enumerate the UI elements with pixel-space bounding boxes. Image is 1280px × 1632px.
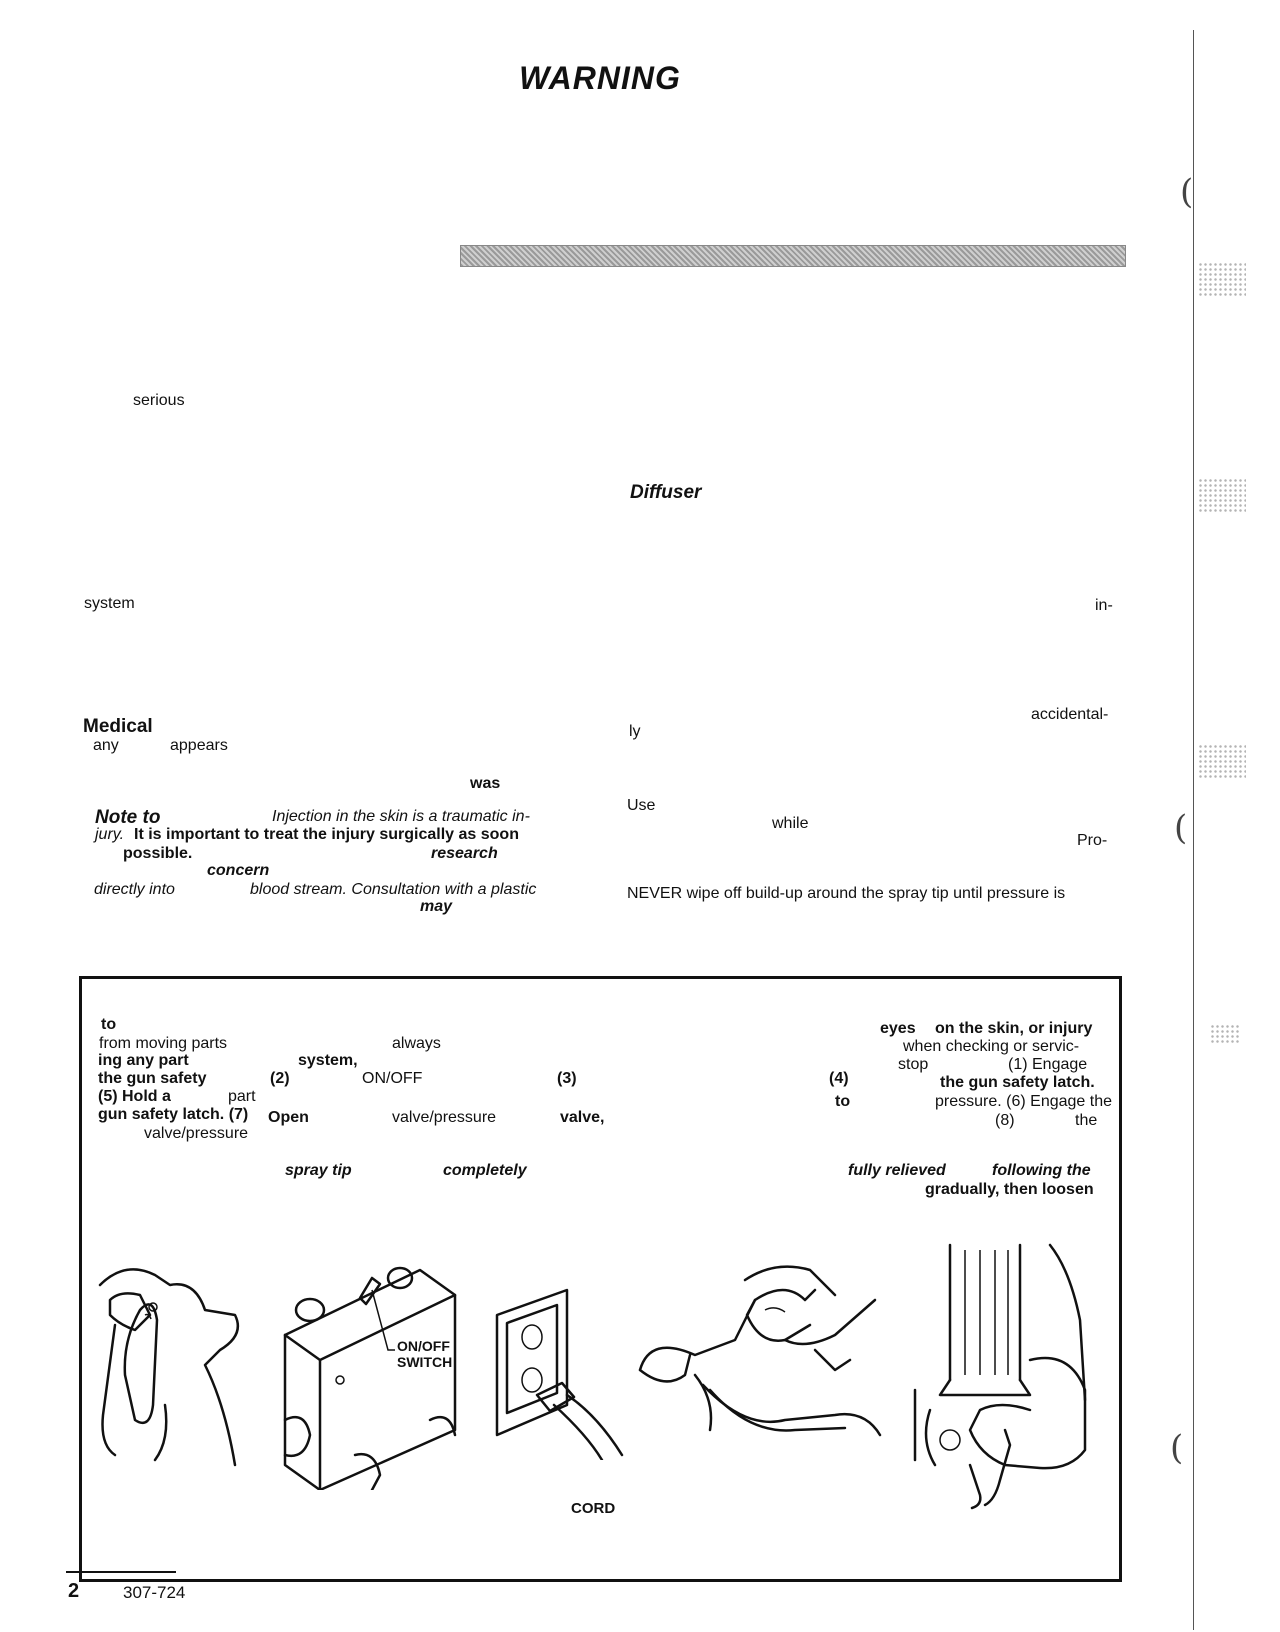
text-any: any xyxy=(93,737,119,754)
box-text-fully-relieved: fully relieved xyxy=(848,1162,946,1179)
on-off-switch-illustration xyxy=(283,1266,457,1490)
text-possible: possible. xyxy=(123,845,193,862)
text-ly: ly xyxy=(629,723,641,740)
text-note-to: Note to xyxy=(95,807,161,828)
callout-on-off: ON/OFF xyxy=(397,1338,450,1354)
text-important-line: It is important to treat the injury surg… xyxy=(134,826,519,843)
box-text-completely: completely xyxy=(443,1162,527,1179)
page-title: WARNING xyxy=(519,60,681,96)
box-text-on-skin: on the skin, or injury xyxy=(935,1020,1093,1037)
text-blood-stream: blood stream. Consultation with a plasti… xyxy=(250,881,537,898)
text-research: research xyxy=(431,845,498,862)
box-text-pressure6: pressure. (6) Engage the xyxy=(935,1093,1112,1110)
callout-switch: SWITCH xyxy=(397,1354,453,1370)
text-medical: Medical xyxy=(83,716,153,737)
text-while: while xyxy=(772,815,809,832)
scan-speckle xyxy=(1210,1024,1240,1044)
box-text-the: the xyxy=(1075,1112,1098,1129)
text-accidental: accidental- xyxy=(1031,706,1109,723)
text-jury: jury. xyxy=(95,826,125,843)
box-text-n2: (2) xyxy=(270,1070,290,1087)
text-use: Use xyxy=(627,797,656,814)
box-text-engage-1: (1) Engage xyxy=(1008,1056,1088,1073)
box-text-always: always xyxy=(392,1035,441,1052)
text-was: was xyxy=(470,775,501,792)
box-text-on-off: ON/OFF xyxy=(362,1070,423,1087)
box-text-hold: (5) Hold a xyxy=(98,1088,171,1105)
text-serious: serious xyxy=(133,392,185,409)
box-text-n4: (4) xyxy=(829,1070,849,1087)
shaded-header-bar xyxy=(460,245,1126,267)
box-text-eyes: eyes xyxy=(880,1020,916,1037)
text-appears: appears xyxy=(170,737,228,754)
prime-valve-illustration xyxy=(913,1243,1087,1510)
cord-label: CORD xyxy=(571,1500,616,1517)
box-text-valve-pressure-1: valve/pressure xyxy=(392,1109,497,1126)
box-text-to: to xyxy=(101,1016,117,1033)
text-never-line: NEVER wipe off build-up around the spray… xyxy=(627,885,1066,902)
page-number: 2 xyxy=(68,1580,80,1602)
box-text-n8: (8) xyxy=(995,1112,1015,1129)
procedure-box xyxy=(79,976,1122,1582)
text-injection-line: Injection in the skin is a traumatic in- xyxy=(272,808,530,825)
box-text-following-the: following the xyxy=(992,1162,1091,1179)
margin-edge-line xyxy=(1193,30,1194,1630)
box-text-system: system, xyxy=(298,1052,358,1069)
scan-speckle xyxy=(1198,478,1246,512)
box-text-spray-tip: spray tip xyxy=(285,1162,352,1179)
footer-rule xyxy=(66,1571,176,1573)
gun-safety-latch-illustration xyxy=(98,1268,240,1467)
box-text-part: part xyxy=(228,1088,256,1105)
text-concern: concern xyxy=(207,862,270,879)
box-text-open: Open xyxy=(268,1109,309,1126)
text-in: in- xyxy=(1095,597,1113,614)
box-text-gun-latch: gun safety latch. (7) xyxy=(98,1106,249,1123)
box-text-from-moving: from moving parts xyxy=(99,1035,228,1052)
text-diffuser: Diffuser xyxy=(630,482,702,503)
scan-speckle xyxy=(1198,262,1246,296)
on-off-switch-callout: ON/OFF SWITCH xyxy=(397,1338,452,1370)
margin-paren-mark: ( xyxy=(1180,172,1194,212)
box-text-n3: (3) xyxy=(557,1070,577,1087)
gun-trigger-hold-illustration xyxy=(638,1265,882,1437)
text-may: may xyxy=(420,898,453,915)
scan-speckle xyxy=(1198,744,1246,778)
box-text-gun-safety-latch: the gun safety latch. xyxy=(940,1074,1095,1091)
box-text-gun-safety: the gun safety xyxy=(98,1070,207,1087)
box-text-to-2: to xyxy=(835,1093,851,1110)
text-pro: Pro- xyxy=(1077,832,1108,849)
wall-outlet-cord-illustration xyxy=(495,1288,624,1460)
box-text-valve: valve, xyxy=(560,1109,605,1126)
margin-paren-mark: ( xyxy=(1170,1428,1184,1468)
box-text-ing-any-part: ing any part xyxy=(98,1052,189,1069)
box-text-gradually: gradually, then loosen xyxy=(925,1181,1094,1198)
text-directly-into: directly into xyxy=(94,881,175,898)
box-text-when-checking: when checking or servic- xyxy=(903,1038,1080,1055)
margin-paren-mark: ( xyxy=(1174,808,1188,848)
document-number: 307-724 xyxy=(123,1583,186,1602)
box-text-stop: stop xyxy=(898,1056,929,1073)
box-text-valve-pressure-2: valve/pressure xyxy=(144,1125,249,1142)
text-system: system xyxy=(84,595,135,612)
